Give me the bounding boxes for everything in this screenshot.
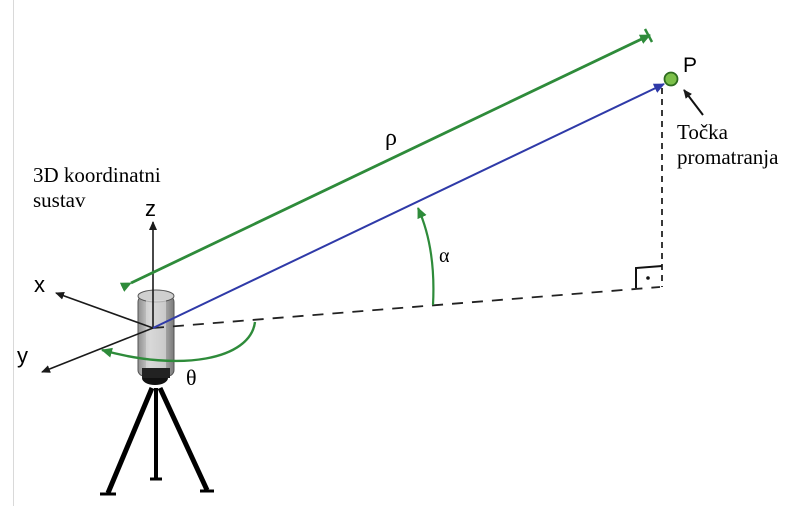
observation-point-p [663, 71, 679, 87]
elevation-alpha-label: α [439, 245, 450, 267]
right-angle-marker [635, 265, 663, 288]
line-of-sight-arrow [152, 83, 665, 329]
observation-point-label-2: promatranja [677, 145, 779, 169]
axis-x-label: x [34, 272, 45, 297]
distance-rho-arrow [119, 28, 654, 292]
coord-system-label-1: 3D koordinatni [33, 163, 161, 187]
coordinate-axes [41, 221, 157, 373]
elevation-angle-arc [416, 207, 435, 306]
distance-rho-label: ρ [385, 125, 397, 151]
azimuth-angle-arc [101, 321, 257, 363]
coord-system-label-2: sustav [33, 188, 86, 212]
horizontal-projection-line [152, 286, 661, 329]
axis-y-label: y [17, 343, 28, 368]
observation-point-label-1: Točka [677, 120, 729, 144]
pointer-arrow [683, 89, 704, 116]
laser-scanner [137, 289, 175, 378]
point-p-label: P [683, 54, 697, 77]
image-left-border [13, 0, 14, 506]
axis-z-label: z [145, 196, 156, 221]
azimuth-theta-label: θ [186, 365, 197, 390]
tripod [100, 371, 214, 496]
